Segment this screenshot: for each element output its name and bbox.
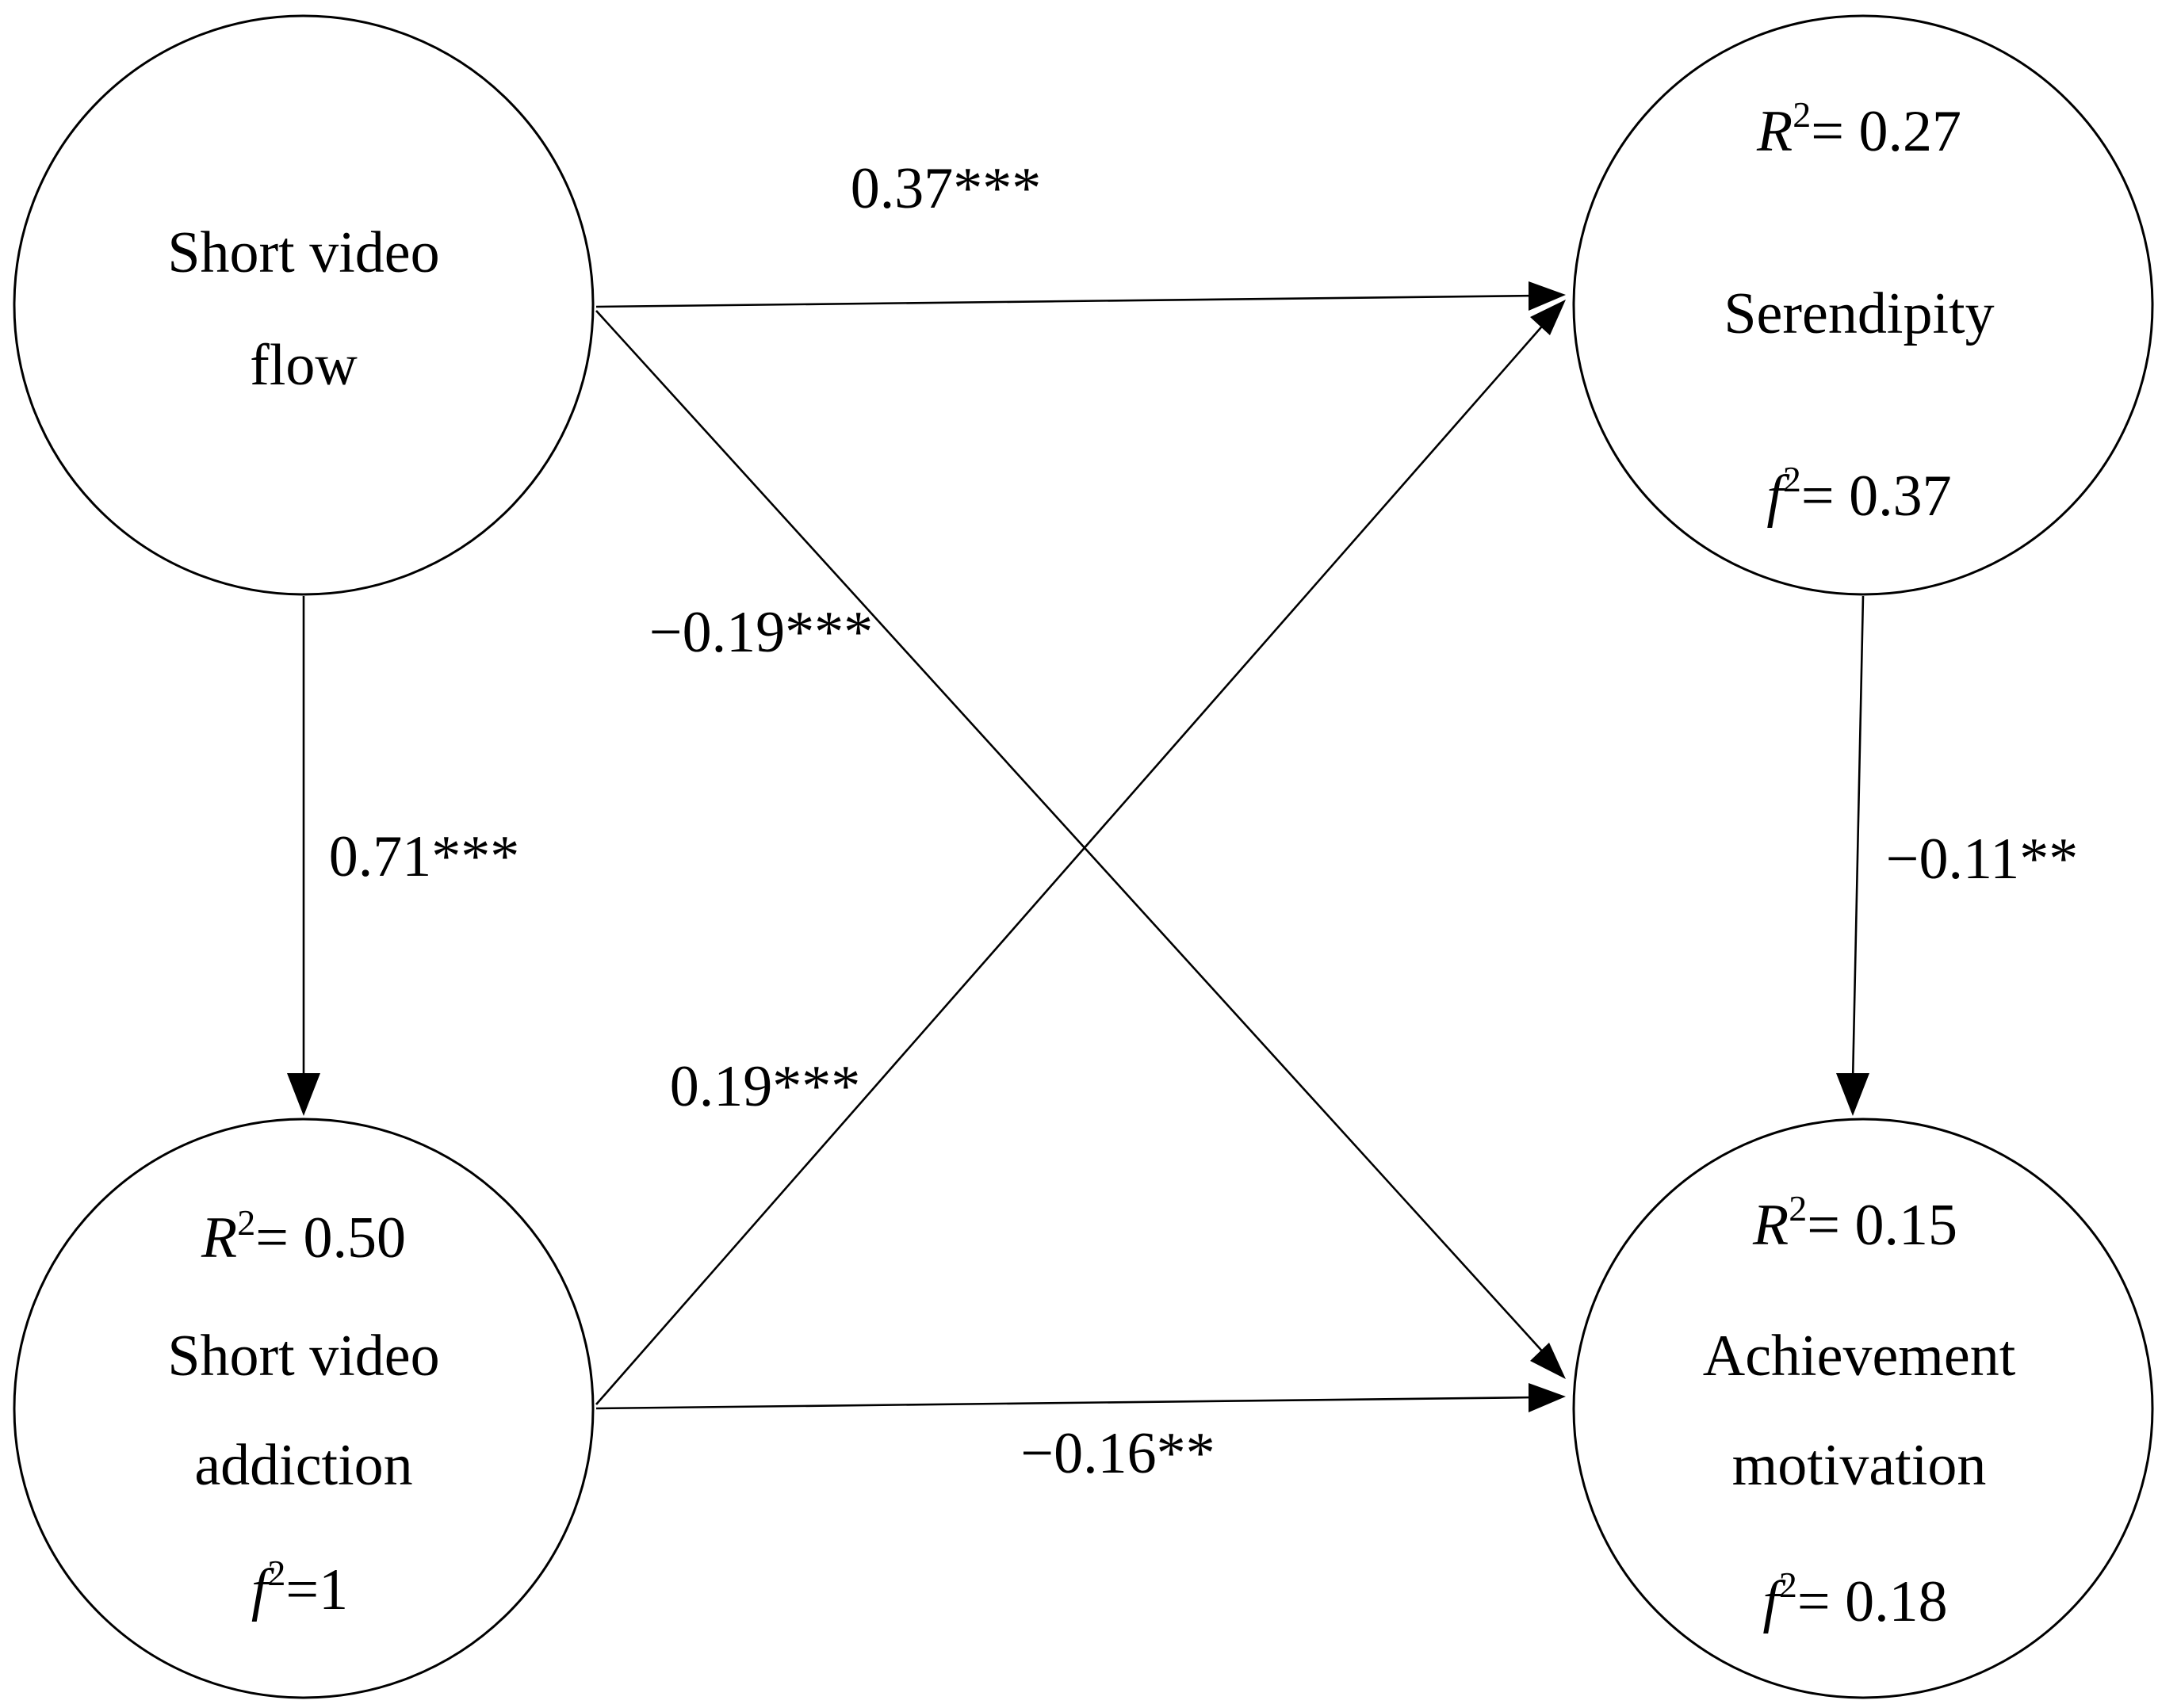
node-label-line-1: Achievement xyxy=(1703,1324,2016,1389)
edge-flow-to-serendipity xyxy=(595,294,1539,308)
node-short-video-addiction: R2= 0.50 Short video addiction f2=1 xyxy=(13,1118,595,1699)
coef-addiction-to-serendipity: 0.19*** xyxy=(670,1054,861,1119)
node-label-line-1: Serendipity xyxy=(1724,281,1994,346)
edge-serendipity-to-achievement xyxy=(1851,595,1865,1083)
node-label-line-1: Short video xyxy=(167,1324,439,1389)
arrowhead-addiction-to-achievement xyxy=(1529,1383,1566,1412)
node-circle xyxy=(13,14,595,596)
r2-annotation: R2= 0.27 xyxy=(1756,94,1961,164)
f2-annotation: f2= 0.18 xyxy=(1762,1565,1947,1634)
node-circle xyxy=(1572,14,2154,596)
coef-flow-to-addiction: 0.71*** xyxy=(329,824,520,889)
node-label-line-1: Short video xyxy=(167,220,439,285)
arrowhead-flow-to-addiction xyxy=(287,1073,320,1116)
r2-annotation: R2= 0.15 xyxy=(1752,1188,1957,1258)
node-achievement-motivation: R2= 0.15 Achievement motivation f2= 0.18 xyxy=(1572,1118,2154,1699)
arrowhead-flow-to-achievement xyxy=(1530,1343,1566,1379)
node-label-line-2: motivation xyxy=(1732,1433,1987,1498)
r2-annotation: R2= 0.50 xyxy=(201,1202,406,1270)
arrowhead-serendipity-to-achievement xyxy=(1836,1073,1869,1116)
node-circle xyxy=(13,1118,595,1699)
edge-addiction-to-achievement xyxy=(595,1396,1539,1410)
coef-serendipity-to-achievement: −0.11** xyxy=(1886,827,2079,892)
coef-flow-to-achievement: −0.19*** xyxy=(649,600,873,665)
node-circle xyxy=(1572,1118,2154,1699)
f2-annotation: f2=1 xyxy=(251,1553,348,1622)
f2-annotation: f2= 0.37 xyxy=(1766,459,1951,529)
arrowhead-addiction-to-serendipity xyxy=(1530,300,1566,335)
node-serendipity: R2= 0.27 Serendipity f2= 0.37 xyxy=(1572,14,2154,596)
edge-addiction-to-serendipity xyxy=(595,321,1547,1405)
edge-flow-to-achievement xyxy=(595,310,1547,1356)
node-short-video-flow: Short video flow xyxy=(13,14,595,596)
coef-addiction-to-achievement: −0.16** xyxy=(1020,1421,1215,1486)
coef-flow-to-serendipity: 0.37*** xyxy=(851,156,1042,221)
node-label-line-2: flow xyxy=(250,333,358,398)
node-label-line-2: addiction xyxy=(194,1433,412,1498)
arrowhead-flow-to-serendipity xyxy=(1529,281,1566,311)
